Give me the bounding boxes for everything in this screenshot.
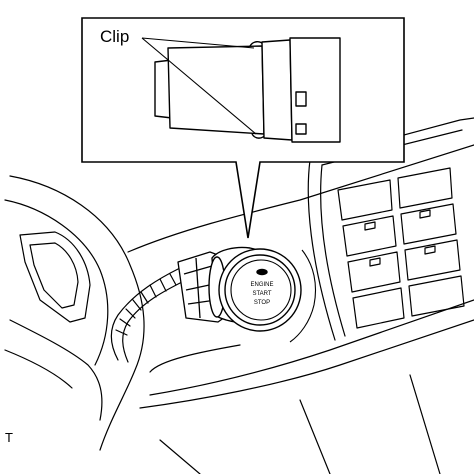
- dashboard-panel: [4, 117, 474, 474]
- center-console-switches: [337, 167, 465, 329]
- button-text-line-1: ENGINE: [250, 282, 273, 288]
- switch-detail-view: [154, 37, 341, 143]
- clip-leader-lines: [141, 37, 257, 135]
- wire-harness: [110, 267, 187, 363]
- engine-start-switch: [208, 246, 317, 343]
- clip-label: Clip: [100, 27, 129, 46]
- figure-code: T: [5, 430, 13, 445]
- button-text-line-2: START: [252, 291, 271, 297]
- indicator-lamp: [256, 268, 268, 276]
- button-text-line-3: STOP: [254, 300, 270, 306]
